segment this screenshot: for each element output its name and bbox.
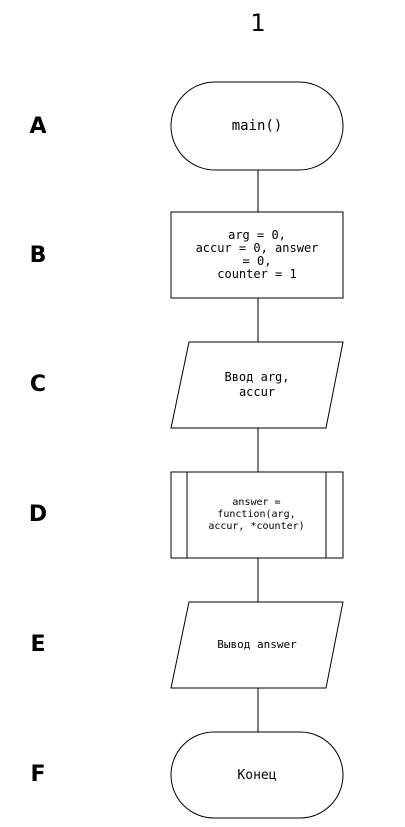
row-label-c: C (29, 372, 47, 397)
row-label-d: D (28, 502, 48, 527)
row-label-a: A (29, 114, 47, 139)
end-terminator-shape (170, 731, 344, 819)
row-label-f: F (30, 762, 46, 787)
start-terminator-shape (170, 81, 344, 171)
end-node-text: Конец (237, 767, 277, 783)
start-node-text: main() (231, 118, 283, 134)
page-number: 1 (250, 9, 266, 37)
init-process-shape (170, 211, 344, 299)
call-subprocess-shape (170, 471, 344, 559)
output-node-text: Вывод answer (217, 638, 297, 651)
row-label-b: B (29, 243, 47, 268)
row-label-e: E (30, 632, 46, 657)
output-io-shape (170, 601, 344, 689)
input-io-shape (170, 341, 344, 429)
init-node-text: arg = 0, accur = 0, answer = 0, counter … (195, 228, 319, 281)
call-node-text: answer = function(arg, accur, *counter) (208, 497, 305, 532)
input-node-text: Ввод arg, accur (224, 370, 290, 399)
